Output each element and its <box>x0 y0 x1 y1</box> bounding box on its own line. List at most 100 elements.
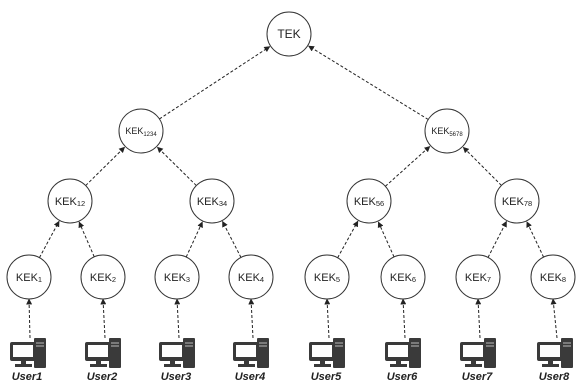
node-label-subscript: 56 <box>376 199 384 208</box>
node-circle <box>380 254 426 300</box>
node-label-subscript: 5678 <box>449 132 463 138</box>
user-user3: User3 <box>159 338 195 383</box>
computer-icon <box>309 338 345 368</box>
node-circle <box>424 108 470 154</box>
user-user7: User7 <box>460 338 496 383</box>
node-kek2: KEK2 <box>80 254 126 300</box>
node-circle <box>154 254 200 300</box>
computer-icon <box>233 338 269 368</box>
user-label: User8 <box>539 371 570 383</box>
computer-icon <box>385 338 421 368</box>
node-label: KEK1234 <box>125 126 157 137</box>
node-label-subscript: 34 <box>219 199 227 208</box>
user-label: User1 <box>12 371 43 383</box>
node-label: KEK56 <box>354 196 384 208</box>
node-circle <box>346 178 392 224</box>
node-label-base: TEK <box>277 27 300 41</box>
edge-kek5-to-kek56 <box>337 220 359 258</box>
node-kek5678: KEK5678 <box>424 108 470 154</box>
user-user1: User1 <box>10 338 46 383</box>
node-label: KEK12 <box>55 196 85 208</box>
user-label: User4 <box>235 371 266 383</box>
user-user6: User6 <box>385 338 421 383</box>
node-circle <box>455 254 501 300</box>
computer-icon <box>460 338 496 368</box>
node-circle <box>266 11 312 57</box>
edge-user4-to-kek4 <box>248 298 255 339</box>
edge-kek1234-to-tek <box>159 46 271 120</box>
node-circle <box>304 254 350 300</box>
node-circle <box>47 178 93 224</box>
edge-kek4-to-kek34 <box>222 220 242 258</box>
edges-layer <box>26 45 558 339</box>
node-kek1: KEK1 <box>6 254 52 300</box>
node-circle <box>189 178 235 224</box>
node-tek: TEK <box>266 11 312 57</box>
node-label-base: KEK <box>55 196 78 208</box>
node-circle <box>80 254 126 300</box>
user-user8: User8 <box>537 338 573 383</box>
node-label-subscript: 12 <box>77 199 85 208</box>
edge-kek56-to-kek5678 <box>385 145 431 187</box>
node-label-base: KEK <box>16 272 39 284</box>
node-label-base: KEK <box>465 272 488 284</box>
computer-icon <box>10 338 46 368</box>
user-label: User5 <box>311 371 342 383</box>
edge-user5-to-kek5 <box>324 298 331 339</box>
edge-kek12-to-kek1234 <box>85 146 126 186</box>
edge-user7-to-kek7 <box>475 298 482 339</box>
node-kek78: KEK78 <box>494 178 540 224</box>
edge-kek78-to-kek5678 <box>462 146 502 186</box>
edge-kek6-to-kek56 <box>377 221 395 258</box>
node-label-subscript: 3 <box>186 275 190 284</box>
node-circle <box>530 254 576 300</box>
node-label-base: KEK <box>390 272 413 284</box>
node-label-base: KEK <box>502 196 525 208</box>
computer-icon <box>85 338 121 368</box>
edge-user1-to-kek1 <box>26 298 33 339</box>
node-circle <box>494 178 540 224</box>
node-label-subscript: 78 <box>524 199 532 208</box>
edge-user8-to-kek8 <box>550 298 558 339</box>
edge-user2-to-kek2 <box>100 298 107 339</box>
node-label-base: KEK <box>238 272 261 284</box>
node-kek5: KEK5 <box>304 254 350 300</box>
computer-icon <box>537 338 573 368</box>
node-label: KEK5 <box>314 272 340 284</box>
node-label: KEK1 <box>16 272 42 284</box>
node-label: KEK7 <box>465 272 491 284</box>
node-kek1234: KEK1234 <box>118 108 164 154</box>
node-label-subscript: 2 <box>112 275 116 284</box>
edge-user3-to-kek3 <box>174 298 181 339</box>
node-label-subscript: 1234 <box>143 132 157 138</box>
node-label-base: KEK <box>314 272 337 284</box>
node-label: KEK2 <box>90 272 116 284</box>
node-kek34: KEK34 <box>189 178 235 224</box>
node-kek6: KEK6 <box>380 254 426 300</box>
node-label-base: KEK <box>90 272 113 284</box>
node-label: KEK34 <box>197 196 227 208</box>
node-label-base: KEK <box>354 196 377 208</box>
node-label-subscript: 7 <box>487 275 491 284</box>
node-label: KEK5678 <box>431 126 463 137</box>
edge-kek2-to-kek12 <box>78 221 95 258</box>
node-kek8: KEK8 <box>530 254 576 300</box>
edge-kek8-to-kek78 <box>526 221 545 258</box>
edge-kek34-to-kek1234 <box>156 146 197 186</box>
user-user2: User2 <box>85 338 121 383</box>
node-label-base: KEK <box>125 126 143 136</box>
node-kek12: KEK12 <box>47 178 93 224</box>
node-kek3: KEK3 <box>154 254 200 300</box>
node-label: KEK78 <box>502 196 532 208</box>
user-label: User2 <box>87 371 118 383</box>
node-label-base: KEK <box>197 196 220 208</box>
node-label-subscript: 4 <box>260 275 264 284</box>
edge-kek7-to-kek78 <box>487 220 507 258</box>
user-label: User3 <box>161 371 192 383</box>
user-label: User6 <box>387 371 418 383</box>
node-label: KEK6 <box>390 272 416 284</box>
